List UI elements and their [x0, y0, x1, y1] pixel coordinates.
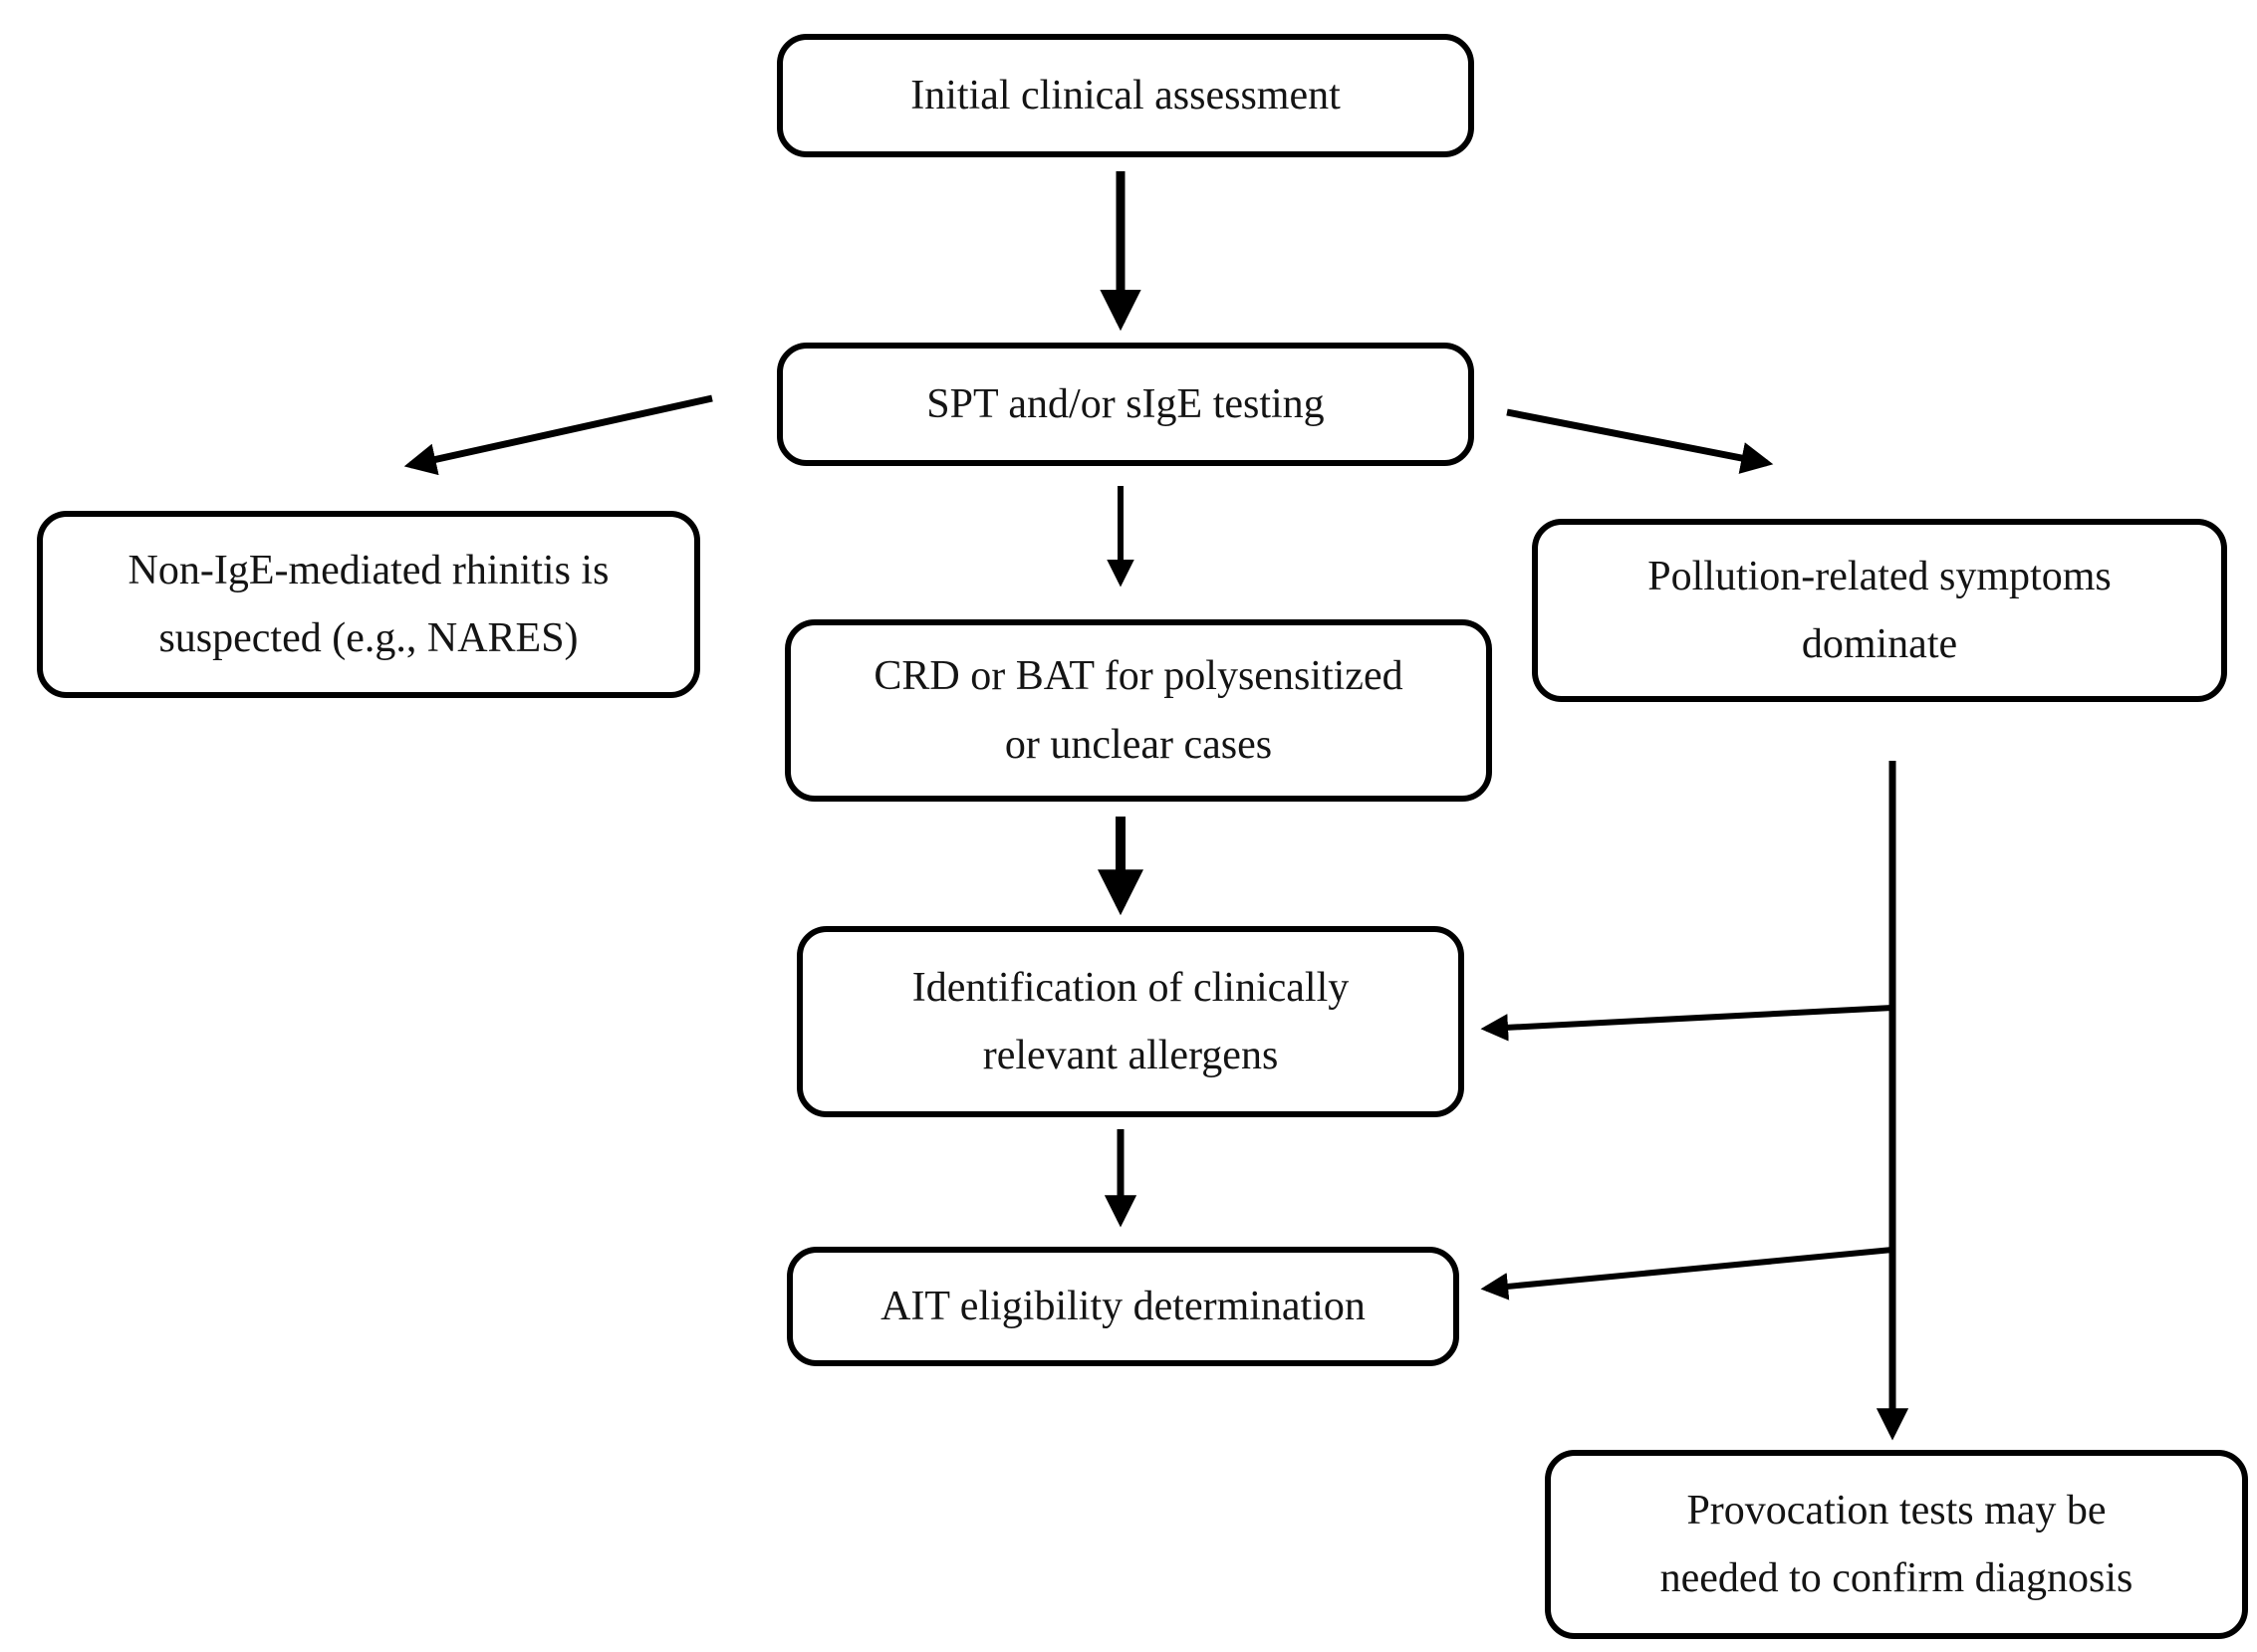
node-spt-sige-testing: SPT and/or sIgE testing: [777, 343, 1474, 466]
edge-spt-to-non-ige: [403, 394, 713, 476]
node-crd-label: CRD or BAT for polysensitized or unclear…: [874, 653, 1403, 768]
node-identification-label: Identification of clinically relevant al…: [911, 964, 1350, 1078]
node-identification-allergens: Identification of clinically relevant al…: [797, 926, 1464, 1117]
node-non-ige-rhinitis: Non-IgE-mediated rhinitis is suspected (…: [37, 511, 700, 698]
edge-pollution-to-ait: [1480, 1247, 1893, 1300]
node-ait-label: AIT eligibility determination: [880, 1283, 1366, 1329]
node-non-ige-label: Non-IgE-mediated rhinitis is suspected (…: [127, 547, 610, 661]
node-initial-label: Initial clinical assessment: [910, 72, 1341, 118]
node-provocation-tests: Provocation tests may be needed to confi…: [1545, 1450, 2248, 1639]
node-initial-clinical-assessment: Initial clinical assessment: [777, 34, 1474, 157]
node-spt-label: SPT and/or sIgE testing: [926, 380, 1325, 427]
node-pollution-symptoms: Pollution-related symptoms dominate: [1532, 519, 2227, 702]
node-provocation-label: Provocation tests may be needed to confi…: [1659, 1487, 2133, 1601]
node-pollution-label: Pollution-related symptoms dominate: [1647, 553, 2112, 667]
edge-pollution-to-identification: [1480, 1005, 1893, 1042]
node-crd-or-bat: CRD or BAT for polysensitized or unclear…: [785, 619, 1492, 802]
edge-spt-to-pollution: [1506, 408, 1774, 474]
node-ait-eligibility: AIT eligibility determination: [787, 1247, 1459, 1366]
